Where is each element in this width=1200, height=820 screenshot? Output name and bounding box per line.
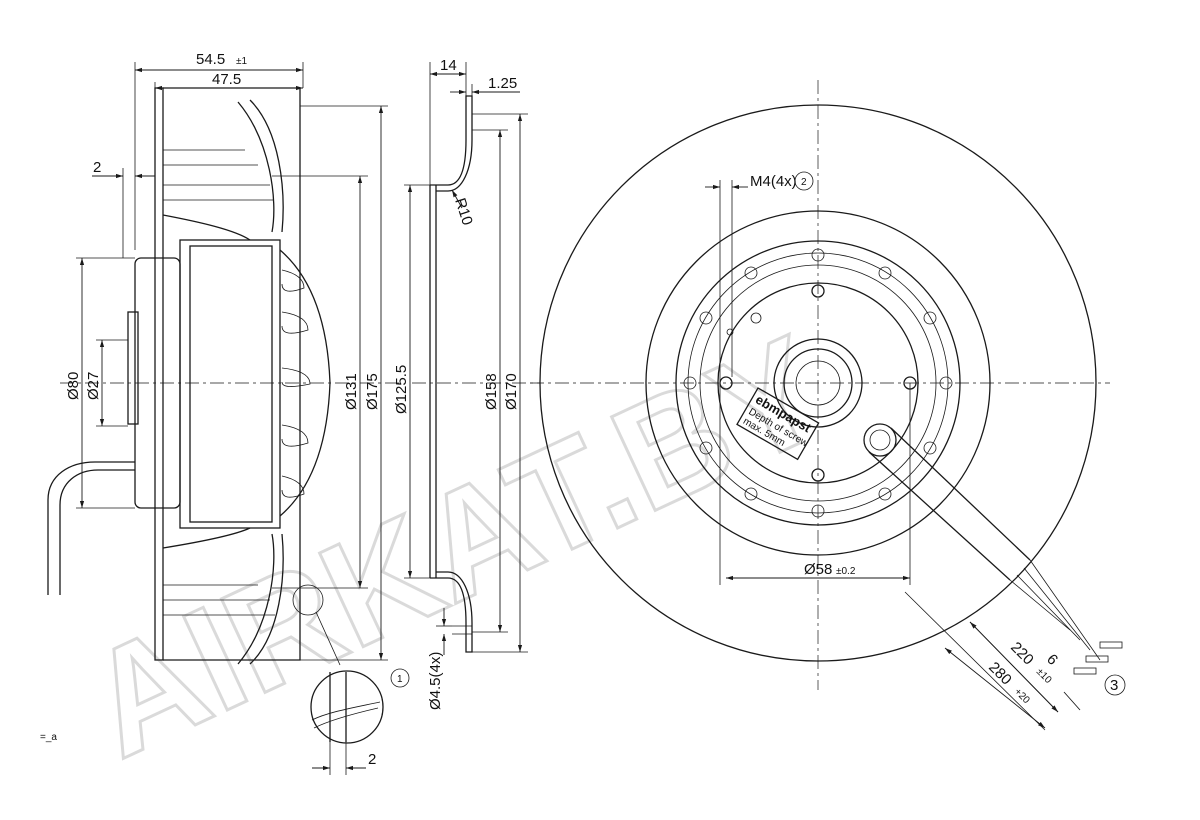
wire-ferrules: [1073, 641, 1123, 675]
dim-220: [969, 621, 1059, 713]
impeller-inner-circle: [645, 210, 991, 556]
motor-flange: [717, 282, 919, 484]
ring-top-profile: [430, 95, 473, 192]
impeller-backplate: [154, 87, 164, 661]
shaft-hub: [127, 311, 139, 425]
detail-view: 2 1: [310, 668, 410, 775]
vent-hole: [923, 311, 937, 325]
blade-bottom-curve-2: [249, 533, 284, 665]
cable-lower: [890, 427, 1031, 561]
wire-ferrule: [1085, 655, 1109, 663]
blade-bottom-curve: [237, 533, 275, 665]
dim-6: [1063, 691, 1081, 711]
vent-slot: [281, 269, 305, 292]
ground-mark: [726, 328, 734, 336]
cable-gland: [863, 423, 897, 457]
corner-mark: =_a: [40, 732, 57, 743]
dim-dia-58-label: Ø58: [804, 561, 832, 578]
dim-47-5-label: 47.5: [212, 71, 241, 88]
m4-hole: [811, 468, 825, 482]
vent-hole: [811, 248, 825, 262]
dim-2-detail-label: 2: [368, 751, 376, 768]
dim-dia-58-tol: ±0.2: [836, 566, 856, 577]
vent-hole: [878, 266, 892, 280]
vent-hole: [744, 487, 758, 501]
detail-marker: [292, 584, 324, 616]
side-dimensions: 54.5 ±1 47.5 2 Ø80 Ø27 Ø131 Ø175: [65, 51, 388, 661]
dim-220-tol: ±10: [1034, 666, 1054, 686]
dim-dia-80-label: Ø80: [65, 372, 82, 400]
hub-outer: [773, 338, 863, 428]
detail-blade-edge-2: [313, 707, 379, 729]
dim-54-5-tol: ±1: [236, 56, 247, 67]
vent-hole: [878, 487, 892, 501]
dim-r10-leader: [451, 189, 463, 209]
motor-ring-3: [699, 264, 937, 502]
vent-slot: [281, 424, 309, 447]
vent-hole: [744, 266, 758, 280]
cable-upper: [868, 451, 1011, 581]
callout-1-label: 1: [397, 674, 403, 685]
motor-dome: [279, 249, 331, 517]
dim-2-left-label: 2: [93, 159, 101, 176]
callout-2-circle: [794, 171, 814, 191]
dim-6-label: 6: [1043, 651, 1061, 669]
stator-flange: [134, 257, 181, 509]
cable-wires: [1009, 559, 1101, 661]
vent-slot: [281, 475, 305, 498]
dim-1-25-label: 1.25: [488, 75, 517, 92]
cable-inner: [59, 469, 135, 595]
blade-top-curve: [237, 101, 275, 233]
dim-hole-label: Ø4.5(4x): [427, 652, 444, 710]
detail-leader: [315, 611, 341, 666]
blade-top-curve-2: [249, 99, 284, 233]
dim-280: [944, 647, 1046, 729]
vent-hole: [699, 311, 713, 325]
motor-ring-2: [687, 252, 949, 514]
cable-gland-inner: [869, 429, 891, 451]
vent-hole: [683, 376, 697, 390]
dim-dia-158-label: Ø158: [483, 373, 500, 410]
vent-slot: [281, 367, 311, 387]
vent-hole: [923, 441, 937, 455]
motor-rotor: [179, 239, 281, 529]
dim-dia-170-label: Ø170: [503, 373, 520, 410]
dim-m4-label: M4(4x): [750, 173, 797, 190]
callout-1-circle: [390, 668, 410, 688]
dim-dia-131-label: Ø131: [343, 373, 360, 410]
vent-hole: [811, 504, 825, 518]
blade-curve: [162, 214, 251, 241]
motor-rotor-inner: [189, 245, 273, 523]
dim-r10-label: R10: [451, 196, 476, 227]
blade-curve: [162, 527, 251, 549]
detail-blade-edge: [311, 701, 381, 721]
detail-circle: [310, 670, 384, 744]
dim-54-5-label: 54.5: [196, 51, 225, 68]
dim-14-label: 14: [440, 57, 457, 74]
vent-hole: [699, 441, 713, 455]
motor-vent-holes: [683, 248, 953, 518]
front-dimensions: M4(4x) 2 Ø58 ±0.2 220 ±10 280 +20 6: [705, 171, 1081, 731]
small-hole: [750, 312, 762, 324]
impeller-outer-circle: [539, 104, 1097, 662]
vent-slot: [281, 311, 309, 334]
dim-dia-27-label: Ø27: [85, 372, 102, 400]
dim-dia-175-label: Ø175: [364, 373, 381, 410]
callout-2-label: 2: [801, 177, 807, 188]
callout-3-label: 3: [1110, 677, 1118, 694]
wire-ferrule: [1073, 667, 1097, 675]
hub-core: [795, 360, 841, 406]
dim-dia-125-5-label: Ø125.5: [393, 365, 410, 414]
m4-holes: [719, 284, 917, 482]
hub-inner: [783, 348, 853, 418]
m4-hole: [811, 284, 825, 298]
wire-ferrule: [1099, 641, 1123, 649]
vent-hole: [939, 376, 953, 390]
motor-outer-ring: [675, 240, 961, 526]
cable-outer: [47, 461, 135, 595]
label-plate: [736, 387, 820, 461]
callout-3-circle: [1104, 674, 1126, 696]
